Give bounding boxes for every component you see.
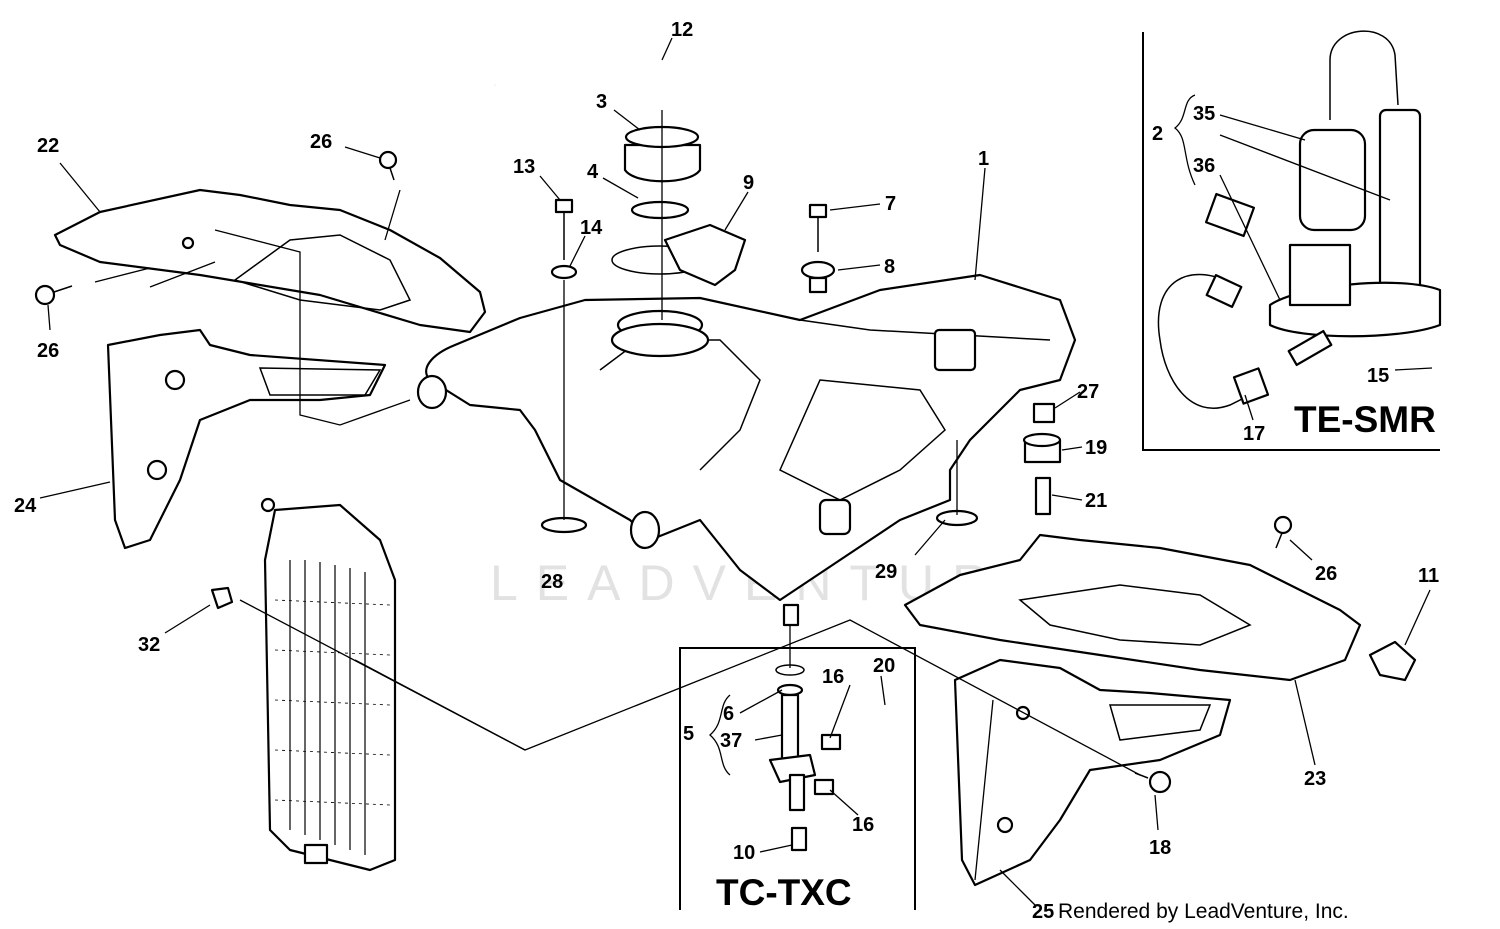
callout-37: 37 bbox=[720, 730, 742, 752]
callout-13: 13 bbox=[513, 156, 535, 178]
callout-25: 25 bbox=[1032, 901, 1054, 923]
callout-1: 1 bbox=[978, 148, 989, 170]
te-smr-label: TE-SMR bbox=[1294, 399, 1436, 440]
callout-32: 32 bbox=[138, 634, 160, 656]
fuel-tank-part bbox=[416, 273, 1077, 602]
te-smr-inset: TE-SMR bbox=[1142, 30, 1442, 451]
callout-35: 35 bbox=[1193, 103, 1215, 125]
clip-32-part bbox=[210, 586, 234, 610]
callout-8: 8 bbox=[884, 256, 895, 278]
callout-27: 27 bbox=[1077, 381, 1099, 403]
callout-18: 18 bbox=[1149, 837, 1171, 859]
bolt-7-part bbox=[800, 203, 836, 294]
screw-26-part bbox=[34, 150, 1293, 549]
fuel-tap-part bbox=[768, 664, 911, 852]
tank-outlet-part bbox=[782, 603, 800, 627]
callout-10: 10 bbox=[733, 842, 755, 864]
left-spoiler-part bbox=[53, 188, 487, 334]
callout-16-bottom: 16 bbox=[852, 814, 874, 836]
fuel-pump-part bbox=[1157, 30, 1442, 409]
callout-11: 11 bbox=[1418, 565, 1439, 587]
render-credit: Rendered by LeadVenture, Inc. bbox=[1058, 900, 1349, 923]
callout-15: 15 bbox=[1367, 365, 1389, 387]
washer-28-part bbox=[540, 516, 588, 534]
left-side-cover-part bbox=[106, 328, 387, 550]
leader-lines bbox=[39, 37, 1433, 906]
callout-labels: 1 2 3 4 5 6 7 8 9 10 11 12 13 14 15 16 1… bbox=[14, 19, 1439, 923]
callout-29: 29 bbox=[875, 561, 897, 583]
tc-txc-inset: TC-TXC bbox=[679, 647, 916, 913]
callout-14: 14 bbox=[580, 217, 603, 239]
callout-36: 36 bbox=[1193, 155, 1215, 177]
callout-3: 3 bbox=[596, 91, 607, 113]
callout-16-top: 16 bbox=[822, 666, 844, 688]
callout-7: 7 bbox=[885, 193, 896, 215]
callout-12: 12 bbox=[671, 19, 693, 41]
reference-lines bbox=[94, 110, 1141, 881]
callout-2: 2 bbox=[1152, 123, 1163, 145]
clip-11-part bbox=[1368, 640, 1417, 682]
callout-5: 5 bbox=[683, 723, 694, 745]
callout-26-left: 26 bbox=[37, 340, 59, 362]
callout-19: 19 bbox=[1085, 437, 1107, 459]
screw-18-part bbox=[1134, 770, 1172, 794]
callout-23: 23 bbox=[1304, 768, 1326, 790]
callout-24: 24 bbox=[14, 495, 37, 517]
bolt-13-part bbox=[550, 198, 578, 280]
callout-20: 20 bbox=[873, 655, 895, 677]
callout-21: 21 bbox=[1085, 490, 1107, 512]
callout-28: 28 bbox=[541, 571, 563, 593]
right-side-cover-part bbox=[953, 658, 1232, 887]
callout-17: 17 bbox=[1243, 423, 1265, 445]
callout-26-right: 26 bbox=[1315, 563, 1337, 585]
callout-9: 9 bbox=[743, 172, 754, 194]
vent-hose-part bbox=[493, 32, 665, 111]
callout-6: 6 bbox=[723, 703, 734, 725]
right-spoiler-part bbox=[903, 533, 1362, 682]
rubber-mount-part bbox=[1022, 402, 1062, 516]
radiator-part bbox=[260, 497, 397, 872]
callout-22: 22 bbox=[37, 135, 59, 157]
deflector-part bbox=[663, 223, 747, 287]
tc-txc-label: TC-TXC bbox=[716, 872, 852, 913]
callout-4: 4 bbox=[587, 161, 599, 183]
callout-26-top: 26 bbox=[310, 131, 332, 153]
